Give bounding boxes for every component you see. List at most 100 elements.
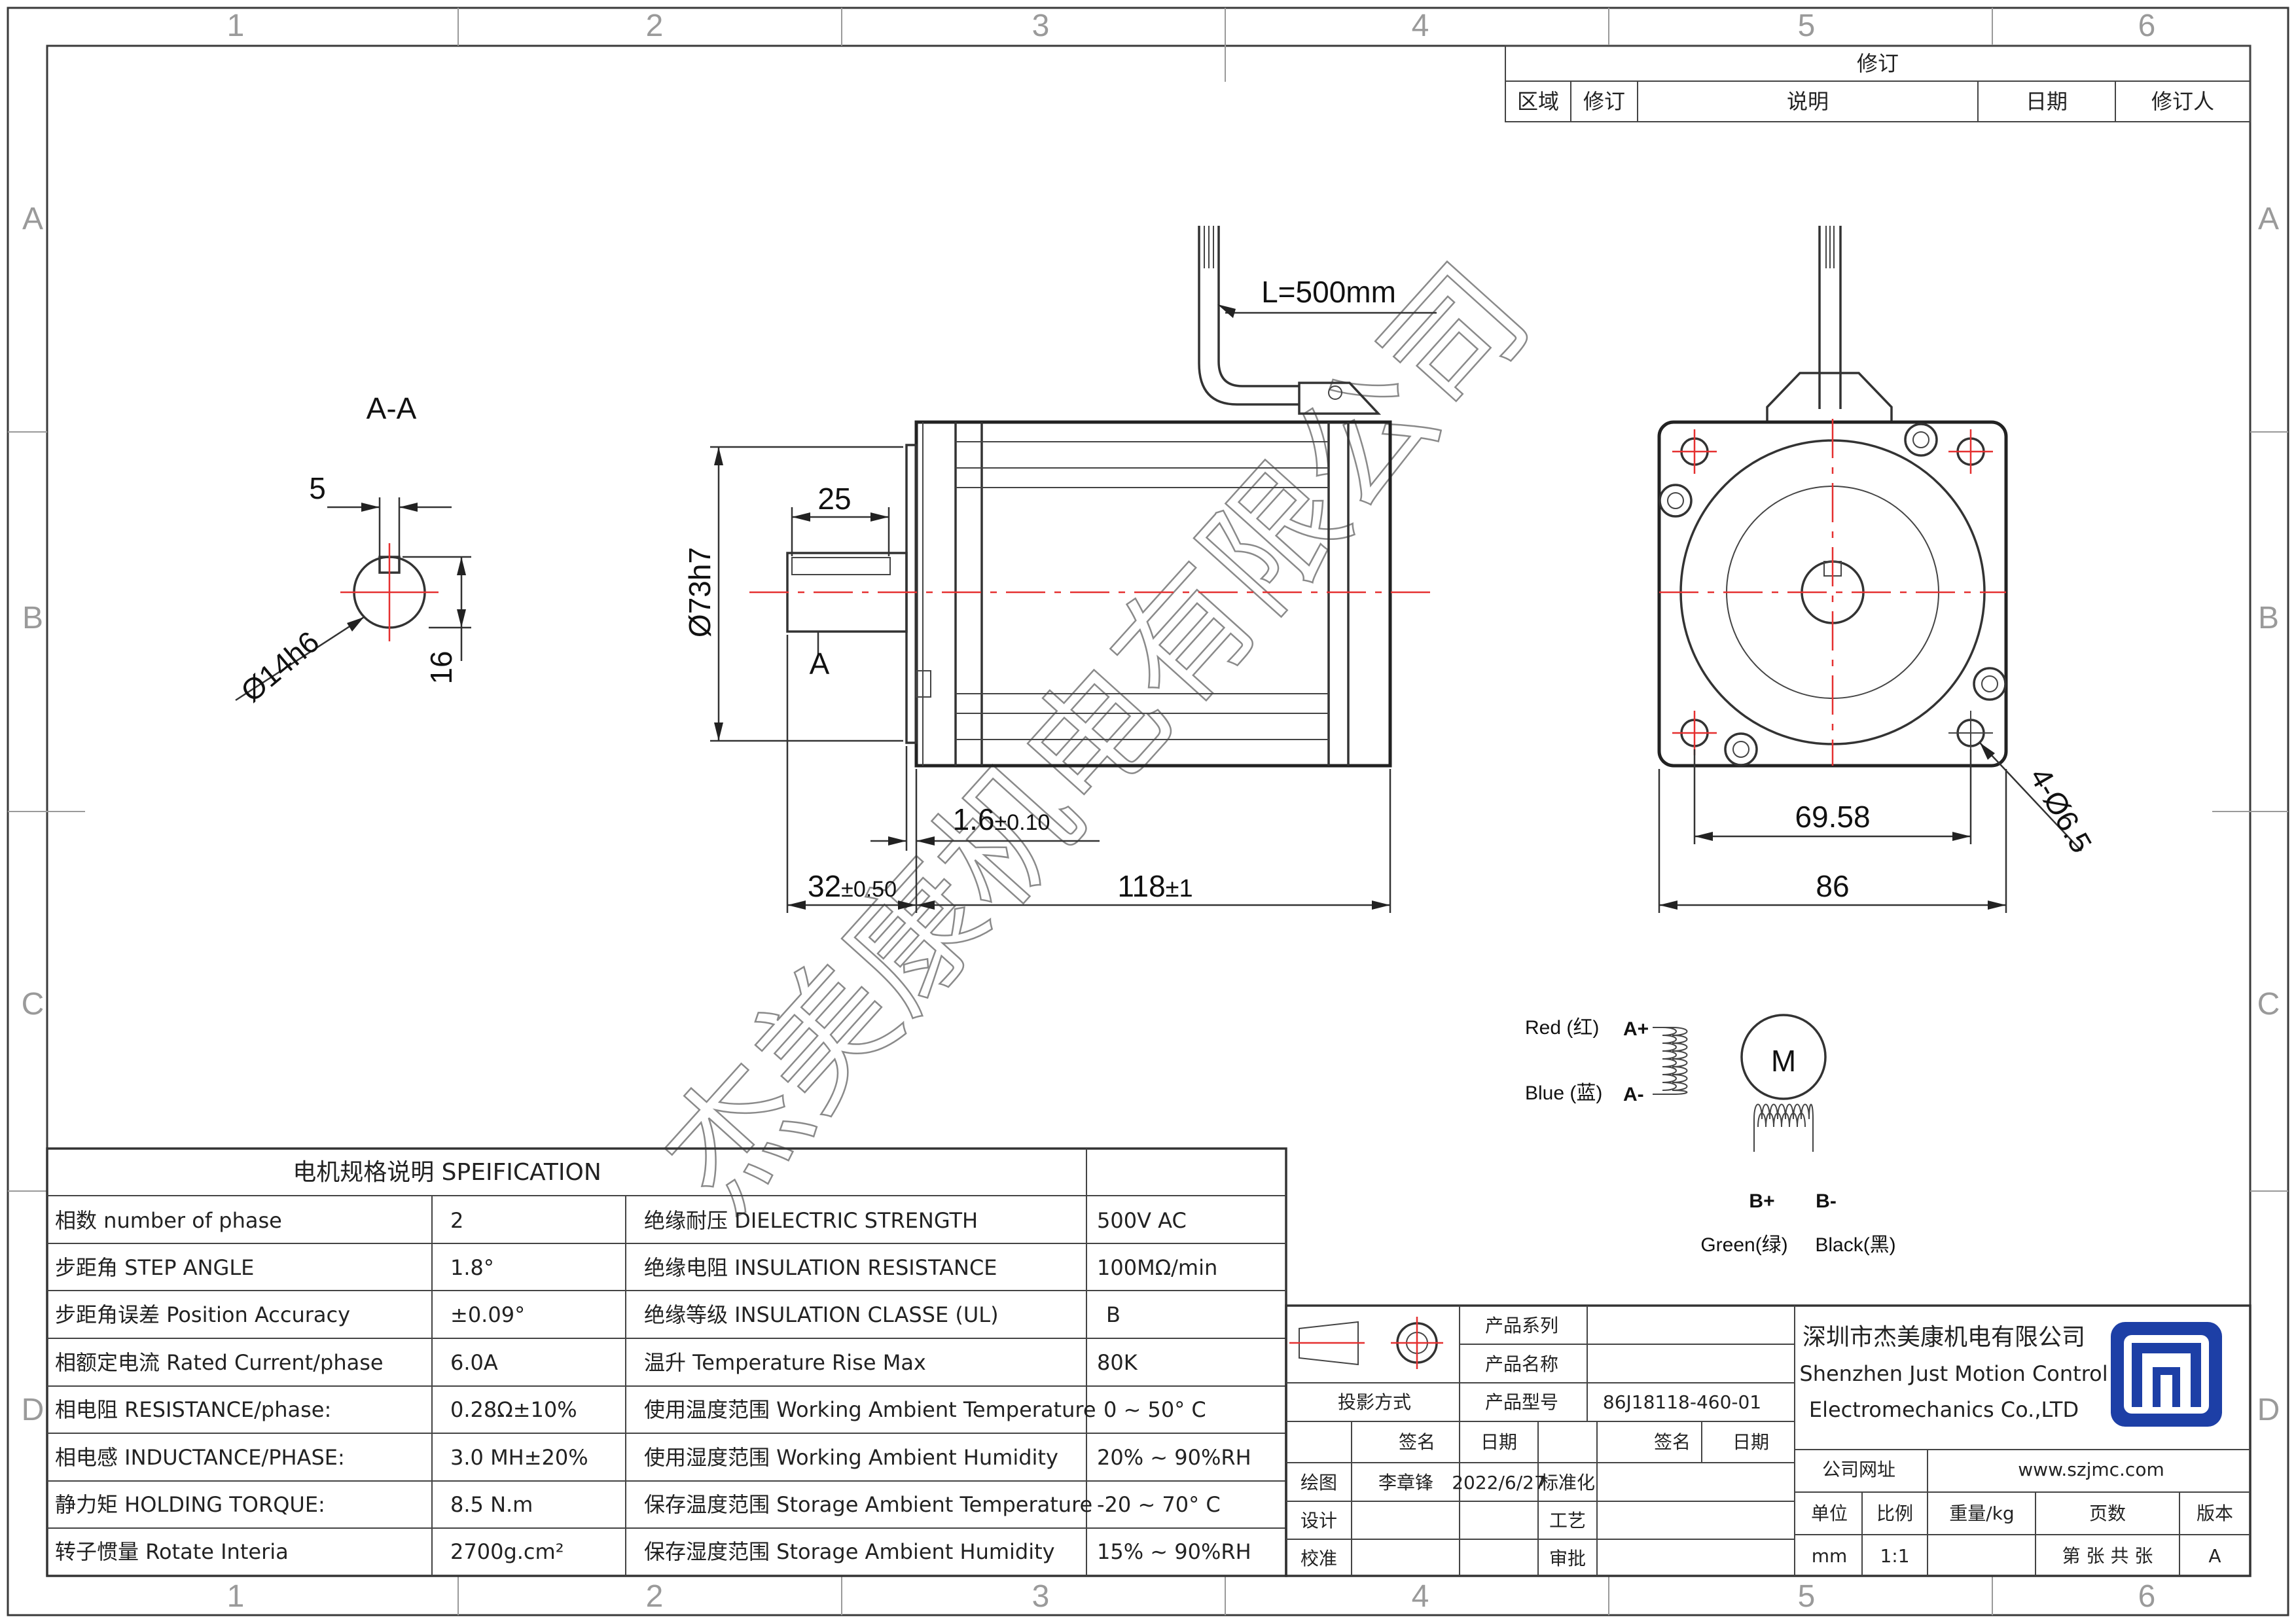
section-view-a-a: A-A 5 16 Ø14h6 bbox=[234, 391, 471, 709]
tb-sign-label: 签名 bbox=[1399, 1431, 1435, 1453]
spec-value-accuracy: ±0.09° bbox=[450, 1302, 525, 1327]
tb-product-series-label: 产品系列 bbox=[1485, 1315, 1558, 1336]
tb-pages-value: 第 张 共 张 bbox=[2062, 1545, 2153, 1567]
wiring-diagram: Red (红) Blue (蓝) A+ A- M B+ B- Green(绿) … bbox=[1525, 1014, 1896, 1256]
spec-label-inertia: 转子惯量 Rotate Interia bbox=[55, 1539, 289, 1564]
tb-design-label: 设计 bbox=[1300, 1510, 1337, 1531]
spec-value-work-humidity: 20% ~ 90%RH bbox=[1097, 1445, 1251, 1470]
spec-label-work-temp: 使用温度范围 Working Ambient Temperature bbox=[644, 1397, 1096, 1422]
tb-website: www.szjmc.com bbox=[2018, 1459, 2164, 1480]
row-label-d: D bbox=[22, 1393, 45, 1427]
col-label-3: 3 bbox=[1032, 9, 1050, 43]
tb-sign-label-2: 签名 bbox=[1654, 1431, 1691, 1453]
tb-company-en-2: Electromechanics Co.,LTD bbox=[1809, 1397, 2079, 1422]
col-label-4: 4 bbox=[1412, 9, 1429, 43]
revision-header-rev: 修订 bbox=[1583, 89, 1625, 114]
col-label-1: 1 bbox=[227, 9, 245, 43]
row-label-b: B bbox=[22, 601, 43, 635]
tb-weight-label: 重量/kg bbox=[1949, 1503, 2014, 1524]
tb-standard-label: 标准化 bbox=[1540, 1472, 1595, 1493]
row-label-d-right: D bbox=[2257, 1393, 2280, 1427]
tb-model-value: 86J18118-460-01 bbox=[1603, 1391, 1761, 1413]
tb-product-name-label: 产品名称 bbox=[1485, 1353, 1558, 1375]
spec-label-work-humidity: 使用湿度范围 Working Ambient Humidity bbox=[644, 1445, 1058, 1470]
revision-header-area: 区域 bbox=[1517, 89, 1559, 114]
spec-value-inertia: 2700g.cm² bbox=[450, 1539, 564, 1564]
dim-holes: 4-Ø6.5 bbox=[2023, 762, 2098, 859]
col-label-4-bottom: 4 bbox=[1412, 1579, 1429, 1614]
tb-company-cn: 深圳市杰美康机电有限公司 bbox=[1803, 1324, 2085, 1351]
col-label-5: 5 bbox=[1798, 9, 1816, 43]
spec-label-resistance: 相电阻 RESISTANCE/phase: bbox=[55, 1397, 331, 1422]
dim-body-length: 118 bbox=[1117, 869, 1165, 903]
tb-drawer: 李章锋 bbox=[1378, 1472, 1433, 1493]
dim-shaft-length: 32 bbox=[808, 869, 841, 903]
dim-flange-dia: Ø73h7 bbox=[683, 547, 717, 637]
tb-unit-label: 单位 bbox=[1811, 1503, 1848, 1524]
revision-title: 修订 bbox=[1857, 51, 1899, 76]
svg-text:1.6±0.10: 1.6±0.10 bbox=[953, 802, 1050, 836]
tb-pages-label: 页数 bbox=[2089, 1503, 2126, 1524]
spec-label-phase: 相数 number of phase bbox=[55, 1208, 282, 1233]
wire-green-label: Green(绿) bbox=[1700, 1234, 1787, 1256]
col-label-1-bottom: 1 bbox=[227, 1579, 245, 1614]
col-label-2: 2 bbox=[646, 9, 664, 43]
spec-value-work-temp: 0 ~ 50° C bbox=[1103, 1397, 1206, 1422]
tb-website-label: 公司网址 bbox=[1822, 1459, 1895, 1480]
spec-label-inductance: 相电感 INDUCTANCE/PHASE: bbox=[55, 1445, 345, 1470]
side-view: L=500mm A Ø73h7 bbox=[683, 226, 1437, 913]
dim-key-width: 5 bbox=[309, 471, 326, 505]
revision-header-desc: 说明 bbox=[1787, 89, 1829, 114]
row-label-a-right: A bbox=[2258, 202, 2279, 236]
spec-value-inductance: 3.0 MH±20% bbox=[450, 1445, 588, 1470]
col-label-6: 6 bbox=[2138, 9, 2156, 43]
tb-unit-value: mm bbox=[1812, 1545, 1848, 1567]
dim-key-height: 16 bbox=[424, 651, 458, 684]
dim-boss-tol: ±0.10 bbox=[995, 810, 1050, 835]
tb-version-label: 版本 bbox=[2197, 1503, 2233, 1524]
spec-title: 电机规格说明 SPEIFICATION bbox=[293, 1159, 601, 1186]
col-label-5-bottom: 5 bbox=[1798, 1579, 1816, 1614]
spec-value-storage-temp: -20 ~ 70° C bbox=[1097, 1492, 1221, 1517]
spec-label-temp-rise: 温升 Temperature Rise Max bbox=[644, 1350, 926, 1375]
spec-value-resistance: 0.28Ω±10% bbox=[450, 1397, 577, 1422]
spec-label-storage-temp: 保存温度范围 Storage Ambient Temperature bbox=[644, 1492, 1092, 1517]
revision-header-reviser: 修订人 bbox=[2151, 89, 2214, 114]
row-label-c-right: C bbox=[2257, 987, 2280, 1022]
revision-block: 修订 区域 修订 说明 日期 修订人 bbox=[1505, 45, 2251, 122]
svg-text:32±0.50: 32±0.50 bbox=[808, 869, 897, 903]
spec-label-accuracy: 步距角误差 Position Accuracy bbox=[55, 1302, 350, 1327]
dim-boss: 1.6 bbox=[953, 802, 995, 836]
spec-label-storage-humidity: 保存湿度范围 Storage Ambient Humidity bbox=[644, 1539, 1055, 1564]
tb-date-label: 日期 bbox=[1480, 1431, 1517, 1453]
spec-table: 电机规格说明 SPEIFICATION 相数 number of phase 2… bbox=[46, 1147, 1287, 1577]
tb-company-en-1: Shenzhen Just Motion Control bbox=[1799, 1361, 2108, 1386]
title-block: 产品系列 产品名称 产品型号 86J18118-460-01 投影方式 签名 日… bbox=[1285, 1304, 2251, 1577]
spec-value-insulation-res: 100MΩ/min bbox=[1097, 1255, 1217, 1280]
row-label-c: C bbox=[22, 987, 45, 1022]
wire-b-plus: B+ bbox=[1749, 1190, 1774, 1212]
dim-shaft-dia: Ø14h6 bbox=[234, 624, 325, 709]
spec-value-dielectric: 500V AC bbox=[1097, 1208, 1187, 1233]
wire-red-label: Red (红) bbox=[1525, 1017, 1599, 1039]
lead-length: L=500mm bbox=[1261, 275, 1396, 309]
tb-projection-label: 投影方式 bbox=[1338, 1391, 1411, 1413]
tb-version-value: A bbox=[2208, 1545, 2221, 1567]
dim-square: 86 bbox=[1816, 869, 1849, 903]
spec-label-dielectric: 绝缘耐压 DIELECTRIC STRENGTH bbox=[644, 1208, 978, 1233]
tb-approve-label: 审批 bbox=[1549, 1548, 1586, 1569]
tb-check-label: 校准 bbox=[1300, 1548, 1337, 1569]
svg-text:118±1: 118±1 bbox=[1117, 869, 1193, 903]
col-label-6-bottom: 6 bbox=[2138, 1579, 2156, 1614]
watermark: 杰美康机电有限公司 bbox=[634, 236, 1559, 1240]
spec-label-current: 相额定电流 Rated Current/phase bbox=[55, 1350, 384, 1375]
tb-draw-date: 2022/6/27 bbox=[1452, 1472, 1546, 1493]
row-label-b-right: B bbox=[2258, 601, 2279, 635]
tb-product-model-label: 产品型号 bbox=[1485, 1391, 1558, 1413]
revision-header-date: 日期 bbox=[2026, 89, 2068, 114]
section-title: A-A bbox=[367, 391, 417, 425]
motor-symbol: M bbox=[1771, 1044, 1796, 1078]
dim-body-tol: ±1 bbox=[1166, 875, 1193, 902]
spec-value-insulation-class: B bbox=[1106, 1302, 1121, 1327]
